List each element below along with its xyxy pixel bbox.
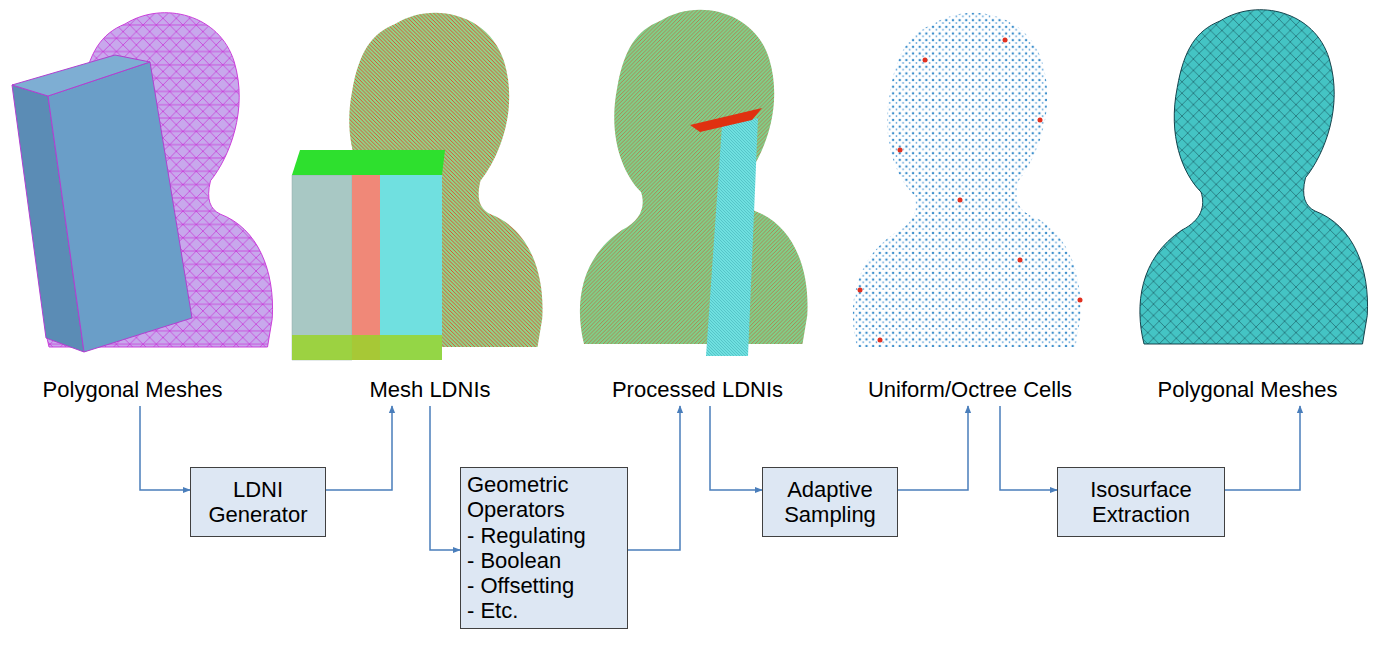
node-label: Uniform/Octree Cells [866,377,1074,402]
box-front [48,62,192,352]
flow-arrow [710,406,762,490]
sample-points [858,38,1083,343]
node-item: - Boolean [467,548,561,573]
result-bust [1140,10,1368,344]
flow-arrow [628,406,680,550]
node-label: Processed LDNIs [610,377,785,402]
ldni-box-face [352,175,380,360]
node-label: Isosurface Extraction [1064,477,1218,528]
flow-arrow [140,406,190,490]
flow-arrow [1000,406,1057,490]
node-label: LDNI Generator [197,477,319,528]
flow-arrow [430,406,460,550]
process-box: Adaptive Sampling [762,467,898,537]
processed-strip [706,118,758,356]
node-label: Polygonal Meshes [1156,377,1340,402]
ldni-box-face [380,175,442,360]
node-item: - Regulating [467,523,586,548]
figure-panel: Polygonal Meshes [0,0,265,402]
flow-arrow [326,406,392,490]
node-label: Adaptive Sampling [769,477,891,528]
process-box: Isosurface Extraction [1057,467,1225,537]
figure-panel: Processed LDNIs [590,0,805,402]
node-label: Geometric Operators [467,472,621,523]
figure-panel: Uniform/Octree Cells [845,0,1095,402]
ldni-box-face [292,175,352,360]
flow-arrow [1225,406,1300,490]
ldni-box-bottom [292,335,442,360]
point-bust [853,13,1081,347]
processed-edge [690,108,762,132]
process-box: LDNI Generator [190,467,326,537]
node-item: - Etc. [467,598,518,623]
node-item: - Offsetting [467,573,574,598]
processed-bust [580,10,808,344]
node-label: Mesh LDNIs [367,377,492,402]
box-top [12,55,150,96]
figure-panel: Polygonal Meshes [1115,0,1380,402]
flow-arrow [898,406,968,490]
node-label: Polygonal Meshes [41,377,225,402]
ldni-box-top [292,150,445,175]
process-box: Geometric Operators- Regulating- Boolean… [460,467,628,629]
figure-panel: Mesh LDNIs [300,0,560,402]
